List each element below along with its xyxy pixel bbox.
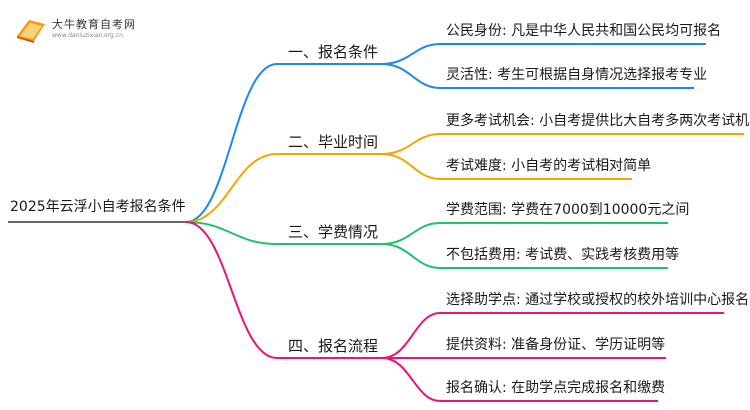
book-logo-icon <box>17 20 45 43</box>
connector-b2-l1 <box>381 133 441 155</box>
branch-3-leaf-1: 学费范围: 学费在7000到10000元之间 <box>446 202 690 218</box>
branch-2-leaf-1: 更多考试机会: 小自考提供比大自考多两次考试机会 <box>446 113 750 129</box>
connector-b3-l2 <box>381 243 441 269</box>
connector-b3-l1 <box>381 222 441 245</box>
branch-4-leaf-1: 选择助学点: 通过学校或授权的校外培训中心报名 <box>446 292 750 308</box>
branch-2-leaf-2: 考试难度: 小自考的考试相对简单 <box>446 158 652 174</box>
connector-root-b4 <box>185 221 278 359</box>
branch-3-leaf-2: 不包括费用: 考试费、实践考核费用等 <box>446 247 680 263</box>
branch-1-leaf-2: 灵活性: 考生可根据自身情况选择报考专业 <box>446 67 708 83</box>
root-topic: 2025年云浮小自考报名条件 <box>10 199 186 215</box>
branch-1-label: 一、报名条件 <box>288 43 379 61</box>
logo-url: www.daniuzixiao.org.cn <box>52 32 123 39</box>
connector-root-b2 <box>185 153 278 223</box>
connector-b4-l3 <box>381 357 441 402</box>
connector-b1-l1 <box>381 43 441 65</box>
connector-b4-l1 <box>381 312 441 359</box>
connector-b1-l2 <box>381 63 441 89</box>
logo-name: 大牛教育自考网 <box>52 18 136 31</box>
connector-b2-l2 <box>381 153 441 180</box>
branch-4-leaf-3: 报名确认: 在助学点完成报名和缴费 <box>446 380 666 396</box>
branch-4-label: 四、报名流程 <box>288 337 379 355</box>
connector-root-b3 <box>185 221 278 245</box>
site-logo: 大牛教育自考网 www.daniuzixiao.org.cn <box>14 14 136 44</box>
connector-root-b1 <box>185 63 278 223</box>
branch-2-label: 二、毕业时间 <box>288 133 379 151</box>
branch-4-leaf-2: 提供资料: 准备身份证、学历证明等 <box>446 337 666 353</box>
branch-3-label: 三、学费情况 <box>288 223 379 241</box>
branch-1-leaf-1: 公民身份: 凡是中华人民共和国公民均可报名 <box>446 23 722 39</box>
